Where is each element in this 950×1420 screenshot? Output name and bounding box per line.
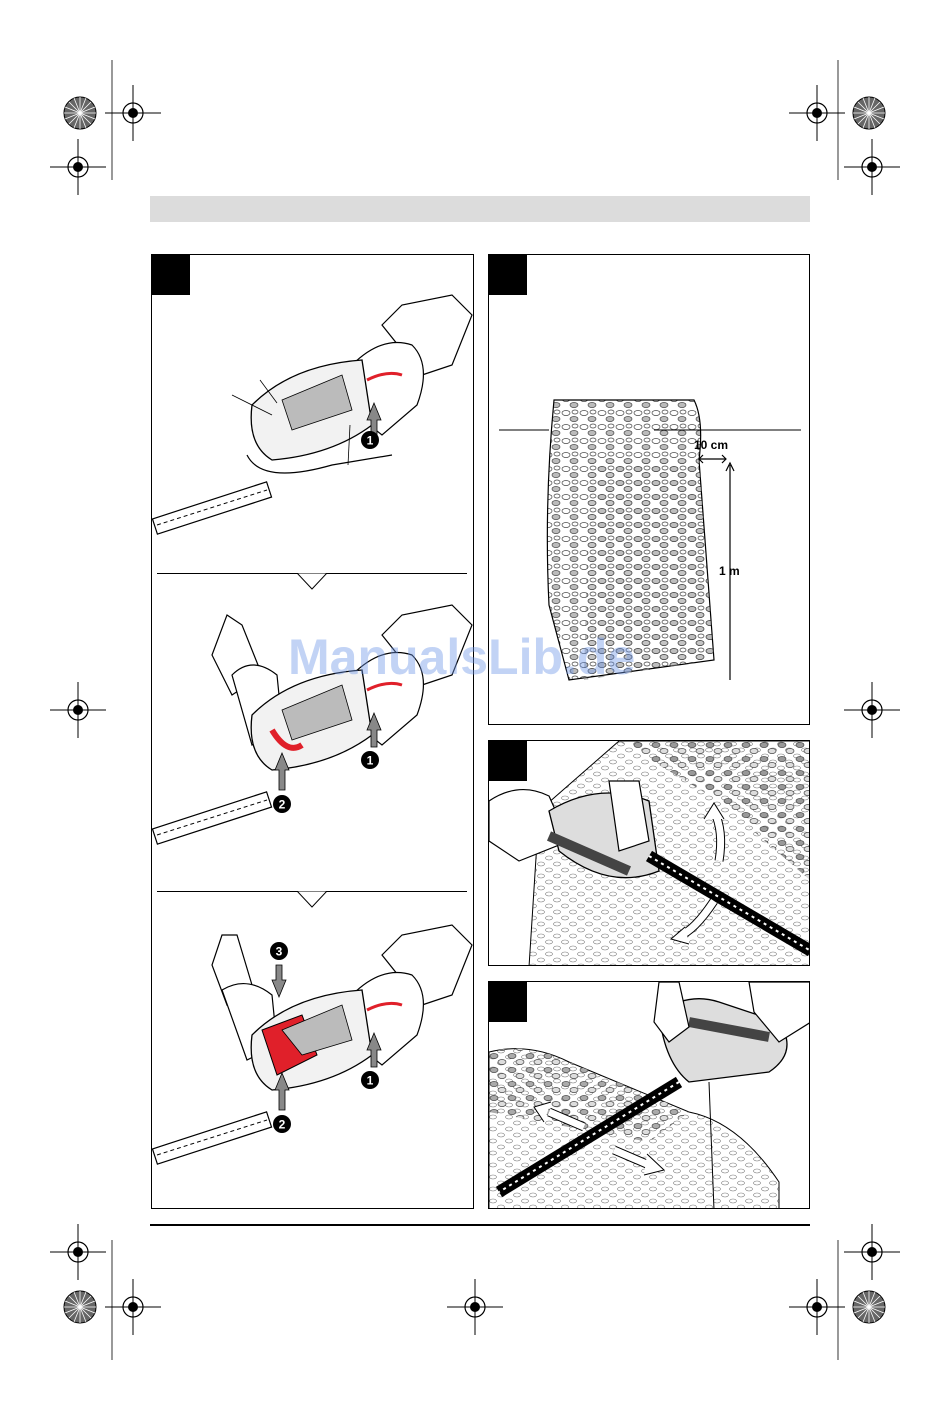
registration-cross-icon [50, 139, 106, 195]
registration-cross-icon [50, 682, 106, 738]
registration-cross-icon [789, 85, 845, 141]
registration-cross-icon [447, 1279, 503, 1335]
registration-cross-icon [105, 85, 161, 141]
registration-cross-icon [105, 1279, 161, 1335]
straight-cutting-illustration [489, 982, 810, 1209]
registration-cross-icon [844, 139, 900, 195]
registration-sun-icon [853, 97, 885, 129]
illustration-step-1: 1 [152, 285, 474, 575]
registration-cross-icon [789, 1279, 845, 1335]
watermark-text: ManualsLib.de [288, 628, 668, 686]
svg-text:3: 3 [276, 945, 283, 959]
registration-cross-icon [844, 682, 900, 738]
registration-sun-icon [64, 1291, 96, 1323]
down-arrow-icon [295, 891, 329, 911]
svg-text:1: 1 [367, 434, 374, 448]
hedge-height-label: 1 m [719, 564, 740, 578]
figure-panel-arc-cutting [488, 740, 810, 966]
illustration-step-3: 1 2 3 [152, 915, 474, 1205]
registration-sun-icon [853, 1291, 885, 1323]
svg-text:1: 1 [367, 754, 374, 768]
svg-text:1: 1 [367, 1074, 374, 1088]
svg-text:2: 2 [279, 798, 286, 812]
figure-panel-straight-cutting [488, 981, 810, 1209]
header-bar [150, 196, 810, 222]
registration-sun-icon [64, 97, 96, 129]
figure-panel-handle-steps: 1 1 2 1 [151, 254, 474, 1209]
registration-cross-icon [50, 1224, 106, 1280]
registration-cross-icon [844, 1224, 900, 1280]
svg-text:2: 2 [279, 1118, 286, 1132]
down-arrow-icon [295, 573, 329, 593]
arc-cutting-illustration [489, 741, 810, 966]
hedge-thickness-label: 10 cm [694, 438, 728, 452]
footer-rule [150, 1224, 810, 1226]
